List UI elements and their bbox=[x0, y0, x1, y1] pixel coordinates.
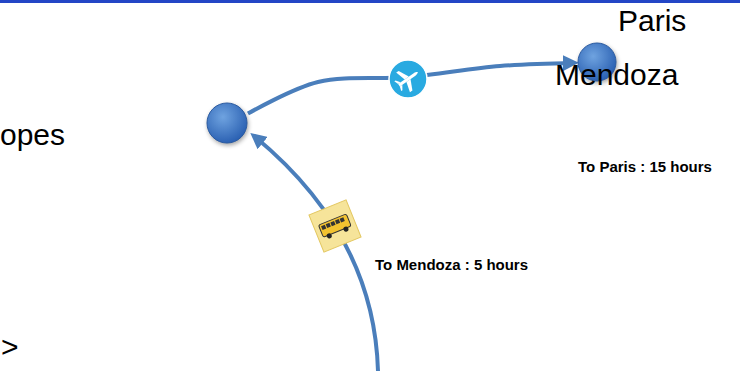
slide-text: opes bbox=[0, 117, 65, 153]
city-dot bbox=[206, 102, 248, 144]
city-node: Mendoza bbox=[206, 102, 248, 144]
slide-text: > bbox=[1, 329, 19, 365]
route-line bbox=[254, 136, 378, 371]
travel-time: To Paris : 15 hours bbox=[578, 158, 712, 176]
city-name: Paris bbox=[618, 3, 686, 39]
travel-time: To Mendoza : 5 hours bbox=[375, 256, 528, 274]
top-rule bbox=[0, 0, 740, 3]
bus-icon bbox=[309, 200, 361, 252]
city-name: Mendoza bbox=[555, 57, 678, 93]
